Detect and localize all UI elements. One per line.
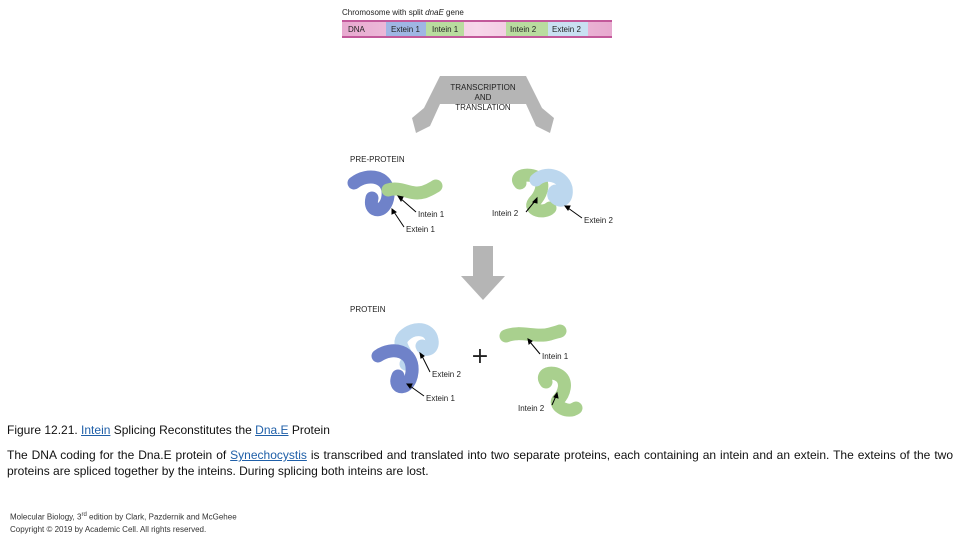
pre-label-extein1: Extein 1 xyxy=(406,225,435,234)
transcription-label-1: TRANSCRIPTION xyxy=(450,83,516,92)
copyright-credit: Molecular Biology, 3rd edition by Clark,… xyxy=(10,509,237,536)
segment-extein2 xyxy=(548,22,588,36)
transcription-arrow xyxy=(412,76,554,133)
segment-label-extein2: Extein 2 xyxy=(552,25,581,34)
post-label-extein1: Extein 1 xyxy=(426,394,455,403)
plus-sign: + xyxy=(471,344,489,369)
post-label-extein2: Extein 2 xyxy=(432,370,461,379)
preprotein-pointers xyxy=(391,195,583,228)
preprotein-1 xyxy=(347,170,443,217)
free-intein-1 xyxy=(499,324,567,343)
dnae-link[interactable]: Dna.E xyxy=(255,423,289,437)
description-after: is transcribed and translated into two s… xyxy=(7,448,953,478)
protein-pointers xyxy=(406,338,559,406)
gene-title: Chromosome with split dnaE gene xyxy=(342,8,464,17)
intein-splicing-figure: Chromosome with split dnaE gene DNA Exte… xyxy=(342,8,613,417)
preprotein-2 xyxy=(512,168,573,218)
segment-intein1 xyxy=(426,22,464,36)
chromosome-bar: DNA Extein 1 Intein 1 Intein 2 Extein 2 xyxy=(342,20,612,38)
down-arrow xyxy=(461,246,505,300)
post-label-intein1: Intein 1 xyxy=(542,352,569,361)
caption-middle: Splicing Reconstitutes the xyxy=(110,423,256,437)
caption-suffix: Protein xyxy=(288,423,330,437)
segment-label-dna: DNA xyxy=(348,25,366,34)
preprotein-label: PRE-PROTEIN xyxy=(350,155,405,164)
segment-intein2 xyxy=(506,22,548,36)
segment-label-intein2: Intein 2 xyxy=(510,25,537,34)
pre-label-intein2: Intein 2 xyxy=(492,209,519,218)
figure-description: The DNA coding for the Dna.E protein of … xyxy=(7,447,953,479)
free-intein-2 xyxy=(538,366,583,417)
intein-link[interactable]: Intein xyxy=(81,423,111,437)
transcription-label-2: AND xyxy=(475,93,492,102)
credit-line-1: Molecular Biology, 3rd edition by Clark,… xyxy=(10,512,237,522)
segment-extein1 xyxy=(386,22,426,36)
synechocystis-link[interactable]: Synechocystis xyxy=(230,448,307,462)
description-before: The DNA coding for the Dna.E protein of xyxy=(7,448,231,462)
credit-line-2: Copyright © 2019 by Academic Cell. All r… xyxy=(10,524,207,534)
caption-prefix: Figure 12.21. xyxy=(7,423,82,437)
post-label-intein2: Intein 2 xyxy=(518,404,545,413)
spliced-protein xyxy=(371,323,439,394)
pre-label-intein1: Intein 1 xyxy=(418,210,445,219)
protein-label: PROTEIN xyxy=(350,305,386,314)
segment-label-intein1: Intein 1 xyxy=(432,25,459,34)
segment-label-extein1: Extein 1 xyxy=(391,25,420,34)
figure-caption: Figure 12.21. Intein Splicing Reconstitu… xyxy=(7,422,955,438)
pre-label-extein2: Extein 2 xyxy=(584,216,613,225)
transcription-label-3: TRANSLATION xyxy=(455,103,511,112)
